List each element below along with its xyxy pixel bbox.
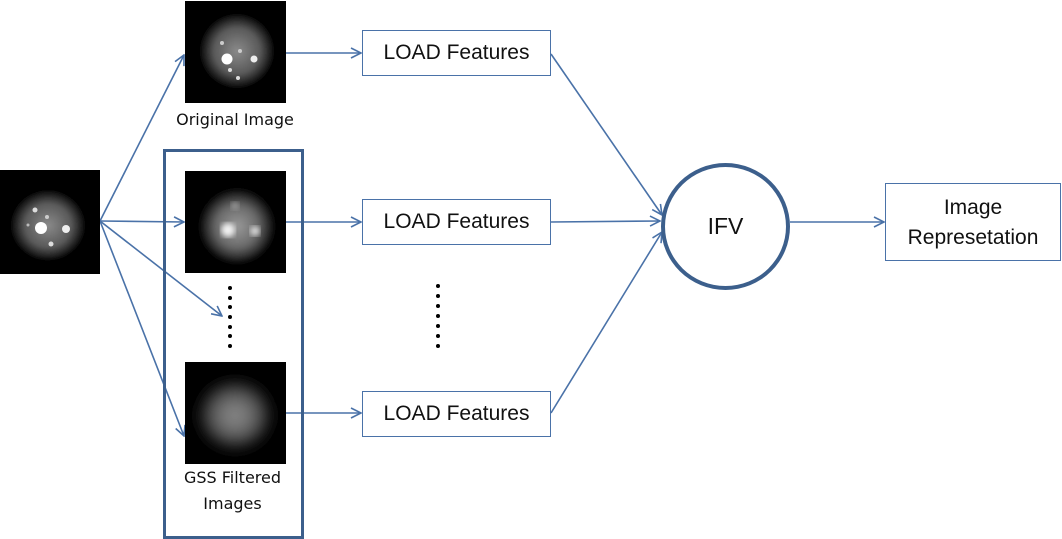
filtered-cell-image-1: [185, 171, 286, 273]
arrow-features-mid-to-ifv: [550, 221, 660, 222]
ifv-label: IFV: [707, 213, 744, 239]
gss-filtered-group: [163, 149, 304, 539]
original-image-caption: Original Image: [176, 110, 294, 129]
arrow-input-to-filtered-n: [99, 220, 184, 436]
representation-line-1: Image: [943, 196, 1003, 219]
representation-line-2: Represetation: [907, 226, 1039, 249]
original-cell-image: [185, 1, 286, 103]
load-features-label: LOAD Features: [383, 210, 530, 233]
arrow-input-to-original: [99, 55, 184, 222]
load-features-label: LOAD Features: [383, 41, 530, 64]
load-features-label: LOAD Features: [383, 402, 530, 425]
load-features-box-middle: LOAD Features: [362, 199, 551, 245]
features-ellipsis: [433, 284, 443, 348]
load-features-box-bottom: LOAD Features: [362, 391, 551, 437]
image-representation-box: Image Represetation: [885, 183, 1061, 261]
arrow-input-to-filtered-1: [99, 221, 184, 222]
filtered-cell-image-n: [185, 362, 286, 464]
filtered-images-ellipsis: [225, 286, 235, 348]
gss-caption-line-1: GSS Filtered: [183, 468, 282, 487]
ifv-node: IFV: [661, 163, 790, 290]
input-cell-image: [0, 170, 100, 274]
arrow-features-bottom-to-ifv: [550, 232, 662, 414]
arrow-input-to-filtered-dots: [99, 220, 222, 316]
load-features-box-top: LOAD Features: [362, 30, 551, 76]
gss-caption-line-2: Images: [203, 494, 262, 513]
arrow-features-top-to-ifv: [550, 53, 662, 215]
